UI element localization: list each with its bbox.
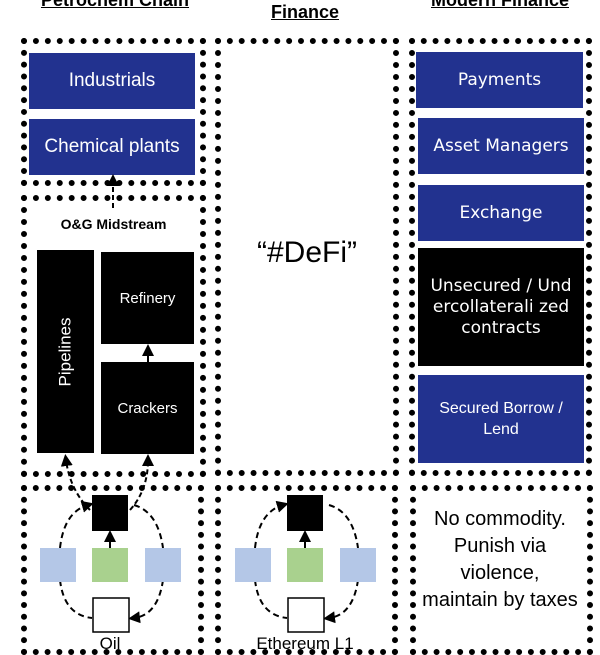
cycle-node-left <box>40 548 76 582</box>
midstream-title: O&G Midstream <box>60 216 167 232</box>
eth-arc-left-top <box>254 500 289 549</box>
oil-label: Oil <box>99 634 121 653</box>
cycle-arc-right-bottom <box>128 579 164 624</box>
unsecured-contracts-box: Unsecured / Undercollaterali zed contrac… <box>418 248 584 366</box>
eth-node-left <box>235 548 271 582</box>
cycle-arc-left-bottom <box>59 579 93 619</box>
header-petrochem-chain: Petrochem Chain <box>40 0 190 10</box>
cycle-node-bottom <box>92 597 130 633</box>
eth-node-center <box>287 548 323 582</box>
cycle-node-center <box>92 548 128 582</box>
asset-managers-box: Asset Managers <box>418 118 584 174</box>
secured-borrow-lend-box: Secured Borrow / Lend <box>418 375 584 463</box>
eth-arc-right-bottom <box>323 579 359 624</box>
eth-arc-right-top <box>328 504 359 549</box>
oil-cycle-diagram <box>40 495 181 633</box>
exchange-box: Exchange <box>418 185 584 241</box>
eth-node-bottom <box>287 597 325 633</box>
defi-container <box>215 38 399 476</box>
defi-label: “#DeFi” <box>256 236 357 269</box>
cycle-node-top <box>92 495 128 531</box>
refinery-box: Refinery <box>101 252 194 344</box>
pipelines-box: Pipelines <box>37 250 94 453</box>
cycle-arc-right-top <box>133 504 164 549</box>
modern-base-text: No commodity. Punish via violence, maint… <box>422 508 578 611</box>
crackers-box: Crackers <box>101 362 194 454</box>
eth-arc-left-bottom <box>254 579 288 619</box>
cycle-arc-left-top <box>59 500 94 549</box>
modern-finance-container <box>409 38 592 476</box>
ethereum-label: Ethereum L1 <box>256 634 354 653</box>
cycle-node-right <box>145 548 181 582</box>
header-modern-finance: Modern Finance <box>430 0 569 10</box>
payments-box: Payments <box>416 52 583 108</box>
ethereum-cycle-diagram <box>235 495 376 633</box>
industrials-box: Industrials <box>29 53 195 109</box>
chemical-plants-box: Chemical plants <box>29 119 195 175</box>
header-defi-finance: Finance <box>270 2 340 22</box>
eth-node-top <box>287 495 323 531</box>
pipelines-label: Pipelines <box>55 317 75 386</box>
eth-node-right <box>340 548 376 582</box>
